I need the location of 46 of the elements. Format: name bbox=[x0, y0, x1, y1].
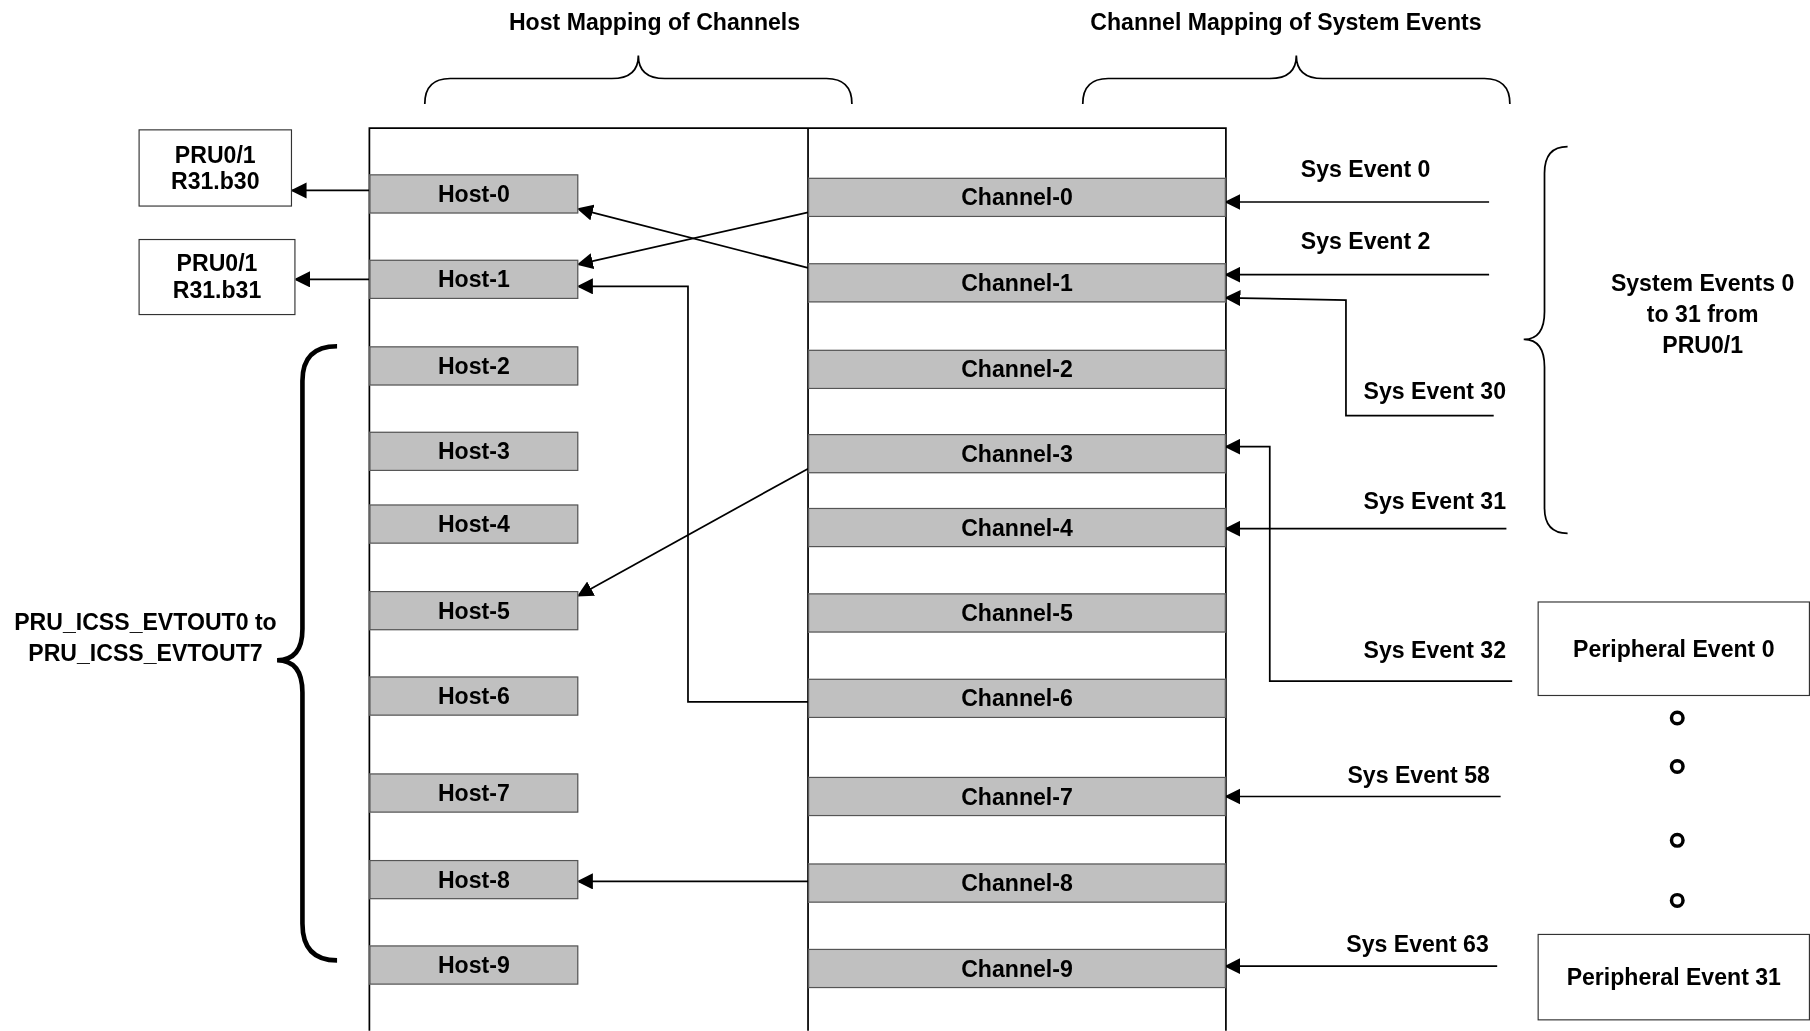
host-box: Host-3 bbox=[369, 431, 579, 471]
channel-box: Channel-2 bbox=[808, 349, 1226, 389]
channel-box: Channel-6 bbox=[808, 678, 1226, 718]
channel-box: Channel-5 bbox=[808, 593, 1226, 633]
host-box: Host-9 bbox=[369, 945, 579, 985]
register-box: PRU0/1 R31.b30 bbox=[138, 129, 293, 207]
arrow bbox=[1224, 788, 1502, 805]
arrow bbox=[1224, 438, 1514, 682]
channel-box: Channel-8 bbox=[808, 863, 1226, 903]
host-box: Host-5 bbox=[369, 591, 579, 631]
host-box: Host-0 bbox=[369, 174, 579, 214]
edge-label: Sys Event 30 bbox=[1362, 377, 1508, 406]
arrow bbox=[1224, 290, 1495, 417]
host-box: Host-6 bbox=[369, 676, 579, 716]
arrow bbox=[576, 873, 809, 890]
host-box: Host-4 bbox=[369, 504, 579, 544]
arrow bbox=[1224, 266, 1490, 283]
host-box: Host-2 bbox=[369, 346, 579, 386]
host-box: Host-8 bbox=[369, 860, 579, 900]
arrow bbox=[1224, 193, 1490, 211]
section-heading: Host Mapping of Channels bbox=[507, 8, 802, 37]
channel-box: Channel-0 bbox=[808, 177, 1226, 217]
channel-box: Channel-3 bbox=[808, 434, 1226, 474]
host-box: Host-1 bbox=[369, 259, 579, 299]
edge-label: Sys Event 2 bbox=[1299, 227, 1432, 256]
arrow bbox=[1224, 958, 1499, 975]
peripheral-event-box: Peripheral Event 0 bbox=[1537, 601, 1810, 697]
arrow bbox=[1224, 520, 1508, 537]
register-box: PRU0/1 R31.b31 bbox=[138, 238, 296, 316]
arrow bbox=[576, 278, 809, 703]
channel-box: Channel-7 bbox=[808, 776, 1226, 817]
host-box: Host-7 bbox=[369, 773, 579, 813]
edge-label: Sys Event 0 bbox=[1299, 154, 1432, 184]
brace-label: PRU_ICSS_EVTOUT0 to PRU_ICSS_EVTOUT7 bbox=[13, 608, 278, 669]
section-heading: Channel Mapping of System Events bbox=[1089, 8, 1483, 37]
channel-box: Channel-9 bbox=[808, 948, 1226, 989]
arrow bbox=[290, 182, 371, 199]
channel-box: Channel-1 bbox=[808, 263, 1226, 303]
brace-label: System Events 0 to 31 from PRU0/1 bbox=[1609, 269, 1796, 360]
arrow bbox=[576, 467, 809, 597]
edge-label: Sys Event 32 bbox=[1362, 636, 1508, 665]
edge-label: Sys Event 58 bbox=[1346, 760, 1491, 790]
edge-label: Sys Event 63 bbox=[1345, 930, 1490, 959]
edge-label: Sys Event 31 bbox=[1362, 487, 1508, 516]
peripheral-event-box: Peripheral Event 31 bbox=[1537, 933, 1810, 1021]
channel-box: Channel-4 bbox=[808, 507, 1226, 548]
